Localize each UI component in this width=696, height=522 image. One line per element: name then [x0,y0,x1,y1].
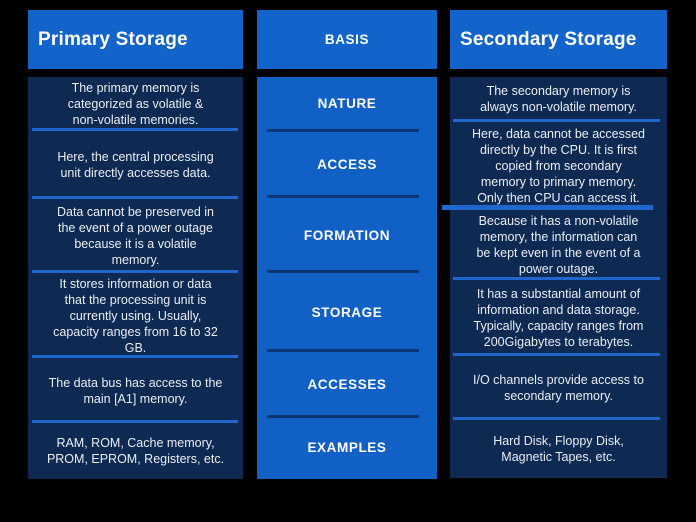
primary-storage-header: Primary Storage [28,10,243,69]
basis-label-formation: FORMATION [257,199,437,274]
primary-formation-cell: Data cannot be preserved in the event of… [28,200,243,274]
primary-storage-cell: It stores information or data that the p… [28,274,243,359]
secondary-access-cell: Here, data cannot be accessed directly b… [442,123,667,210]
primary-access-cell: Here, the central processing unit direct… [28,132,243,200]
basis-header: BASIS [257,10,437,69]
secondary-storage-header: Secondary Storage [450,10,667,69]
secondary-accesses-cell: I/O channels provide access to secondary… [450,357,667,421]
basis-label-access: ACCESS [257,133,437,199]
primary-storage-body: The primary memory is categorized as vol… [28,77,243,479]
basis-body: NATURE ACCESS FORMATION STORAGE ACCESSES… [257,77,437,479]
secondary-examples-cell: Hard Disk, Floppy Disk, Magnetic Tapes, … [493,433,624,464]
primary-nature-cell: The primary memory is categorized as vol… [28,77,243,132]
basis-label-storage: STORAGE [257,274,437,353]
basis-label-accesses: ACCESSES [257,353,437,419]
basis-label-examples: EXAMPLES [307,440,387,456]
secondary-nature-cell: The secondary memory is always non-volat… [450,77,667,123]
primary-storage-column: Primary Storage The primary memory is ca… [28,0,243,522]
secondary-storage-cell: It has a substantial amount of informati… [450,281,667,357]
basis-column: BASIS NATURE ACCESS FORMATION STORAGE AC… [257,0,437,522]
primary-examples-cell: RAM, ROM, Cache memory, PROM, EPROM, Reg… [46,435,225,466]
secondary-storage-column: Secondary Storage The secondary memory i… [442,0,667,522]
basis-label-nature: NATURE [257,77,437,133]
secondary-formation-cell: Because it has a non-volatile memory, th… [450,210,667,281]
secondary-storage-body: The secondary memory is always non-volat… [442,77,667,478]
primary-accesses-cell: The data bus has access to the main [A1]… [28,359,243,424]
